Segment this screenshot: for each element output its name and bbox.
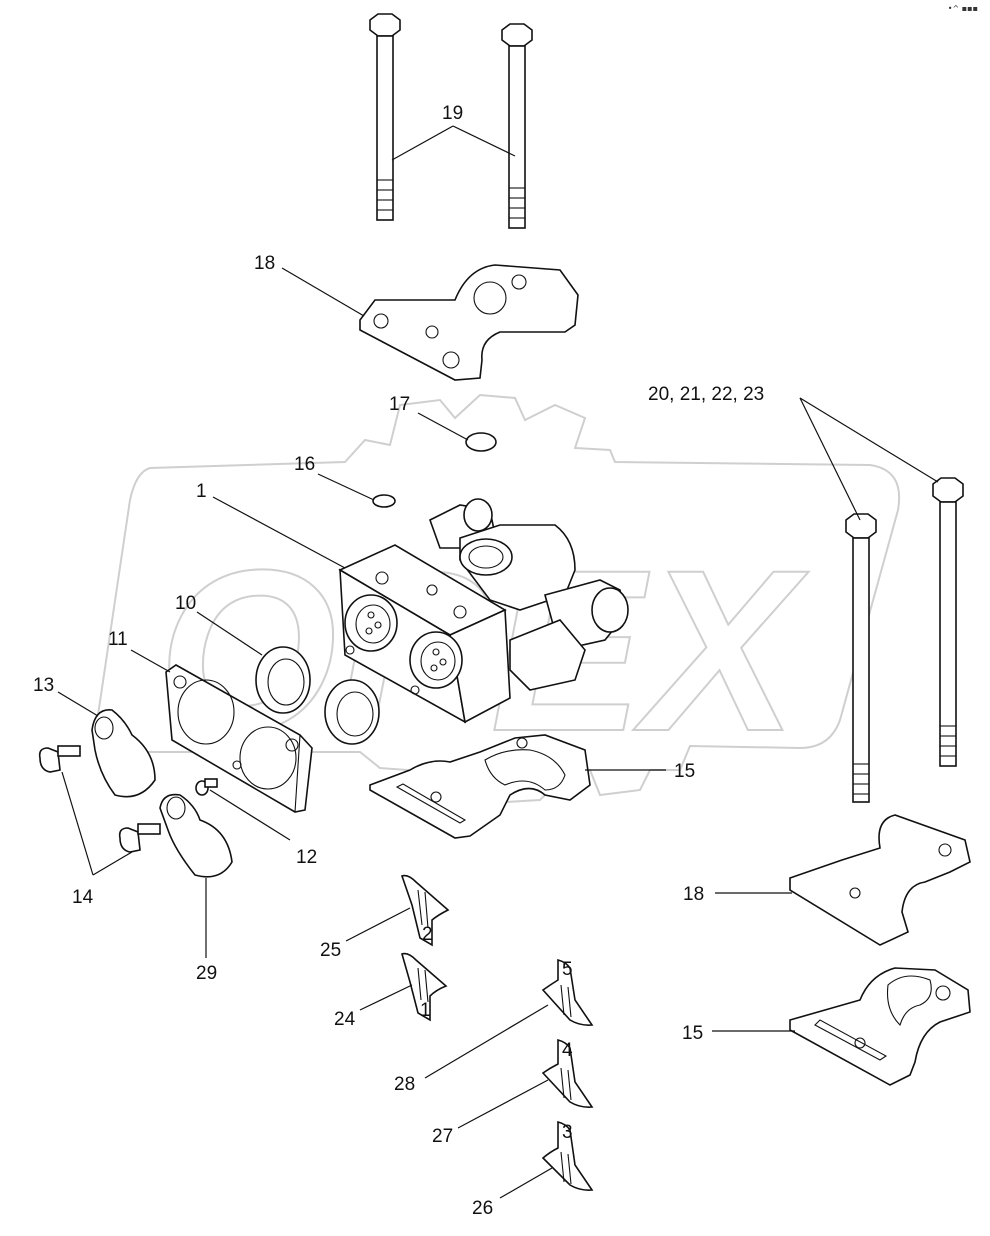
part-15-gasket-lower xyxy=(789,967,971,1086)
decal-26: 3 xyxy=(541,1120,594,1191)
part-16-o-ring xyxy=(372,494,396,508)
label-10: 10 xyxy=(175,593,196,614)
label-1: 1 xyxy=(196,481,207,502)
decal-26-number: 3 xyxy=(562,1122,573,1143)
decal-27-number: 4 xyxy=(562,1040,573,1061)
label-28: 28 xyxy=(394,1074,415,1095)
bolt-19-left xyxy=(369,13,401,221)
callout-labels: 19 18 17 16 1 10 11 13 12 14 29 15 20, 2… xyxy=(33,103,764,1219)
label-17: 17 xyxy=(389,394,410,415)
part-18-plate-top xyxy=(359,264,579,381)
label-24: 24 xyxy=(334,1009,356,1030)
decal-28: 5 xyxy=(541,958,594,1026)
decal-25-number: 2 xyxy=(422,924,433,945)
part-14-screws xyxy=(38,745,161,853)
decal-25: 2 xyxy=(400,874,450,947)
corner-mark: •^ ▪▪▪ xyxy=(947,4,978,13)
label-20-23: 20, 21, 22, 23 xyxy=(648,384,764,405)
label-27: 27 xyxy=(432,1126,453,1147)
part-1-valve-body xyxy=(338,498,629,724)
decal-28-number: 5 xyxy=(562,959,573,980)
label-18-lower: 18 xyxy=(683,884,704,905)
part-15-gasket-middle xyxy=(369,734,591,839)
decal-24: 1 xyxy=(401,952,448,1022)
label-26: 26 xyxy=(472,1198,493,1219)
part-13-cap xyxy=(91,709,156,798)
label-25: 25 xyxy=(320,940,341,961)
label-16: 16 xyxy=(294,454,315,475)
leader-lines xyxy=(57,125,939,1199)
part-11-cover-plate xyxy=(165,664,313,813)
label-13: 13 xyxy=(33,675,54,696)
part-29-cap xyxy=(159,793,233,878)
part-17-o-ring xyxy=(465,432,497,452)
label-12: 12 xyxy=(296,847,317,868)
label-11: 11 xyxy=(108,629,128,650)
label-19: 19 xyxy=(442,103,463,124)
part-20-23-bolts xyxy=(845,477,964,803)
part-12-screw xyxy=(195,778,218,796)
label-15-middle: 15 xyxy=(674,761,695,782)
decal-24-number: 1 xyxy=(420,1000,431,1021)
bolt-19-right xyxy=(501,23,533,229)
label-18-top: 18 xyxy=(254,253,275,274)
bolt-20-23-back xyxy=(932,477,964,767)
bolt-20-23-front xyxy=(845,513,877,803)
part-10-seals xyxy=(255,646,380,745)
part-18-plate-lower xyxy=(789,814,971,946)
decal-27: 4 xyxy=(541,1038,594,1108)
label-14: 14 xyxy=(72,887,94,908)
label-29: 29 xyxy=(196,963,217,984)
label-15-lower: 15 xyxy=(682,1023,703,1044)
part-19-bolts xyxy=(369,13,533,229)
